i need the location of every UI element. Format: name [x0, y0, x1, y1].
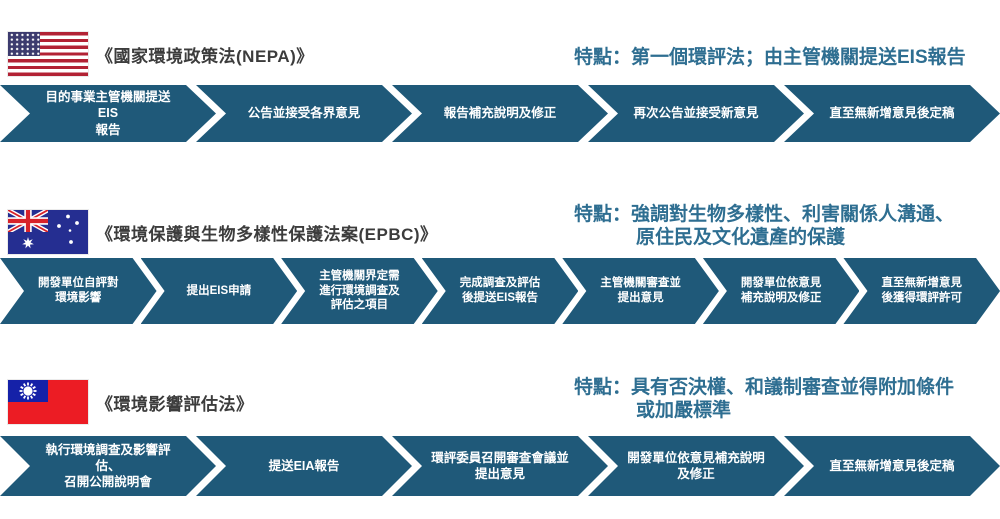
australia-flag-icon: [8, 210, 88, 254]
flow-step-chevron: 目的事業主管機關提送EIS 報告: [0, 85, 216, 142]
flow-step-chevron: 開發單位依意見補充說明 及修正: [588, 436, 804, 496]
usa-flag-canton: [8, 32, 40, 56]
law-title-epbc: 《環境保護與生物多樣性保護法案(EPBC)》: [96, 224, 438, 244]
australia-flag-svg: [8, 210, 88, 254]
feature-line: 原住民及文化遺產的保護: [636, 227, 846, 248]
flow-epbc: 開發單位自評對 環境影響 提出EIS申請 主管機關界定需 進行環境調查及 評估之…: [0, 258, 1000, 324]
flow-step-chevron: 提送EIA報告: [196, 436, 412, 496]
law-title-nepa: 《國家環境政策法(NEPA)》: [96, 46, 314, 66]
flow-step-chevron: 主管機關界定需 進行環境調查及 評估之項目: [281, 258, 438, 324]
feature-note-nepa: 特點：第一個環評法；由主管機關提送EIS報告: [574, 46, 1000, 69]
flow-nepa: 目的事業主管機關提送EIS 報告 公告並接受各界意見 報告補充說明及修正 再次公…: [0, 85, 1000, 142]
feature-line: 或加嚴標準: [636, 400, 732, 421]
flow-step-chevron: 再次公告並接受新意見: [588, 85, 804, 142]
flow-step-chevron: 主管機關審查並 提出意見: [562, 258, 719, 324]
flow-step-chevron: 公告並接受各界意見: [196, 85, 412, 142]
flow-step-chevron: 直至無新增意見後定稿: [784, 85, 1000, 142]
flow-step-chevron: 報告補充說明及修正: [392, 85, 608, 142]
usa-flag-icon: [8, 32, 88, 76]
flow-step-chevron: 開發單位自評對 環境影響: [0, 258, 157, 324]
feature-line: 特點：具有否決權、和議制審查並得附加條件: [574, 377, 955, 398]
flow-step-chevron: 執行環境調查及影響評估、 召開公開說明會: [0, 436, 216, 496]
flow-step-chevron: 完成調查及評估 後提送EIS報告: [422, 258, 579, 324]
flow-step-chevron: 提出EIS申請: [141, 258, 298, 324]
taiwan-flag-icon: [8, 380, 88, 424]
feature-line: 特點：第一個環評法；由主管機關提送EIS報告: [574, 47, 966, 68]
flow-step-chevron: 環評委員召開審查會議並 提出意見: [392, 436, 608, 496]
feature-note-eia: 特點：具有否決權、和議制審查並得附加條件 或加嚴標準: [574, 376, 1000, 422]
flow-eia: 執行環境調查及影響評估、 召開公開說明會 提送EIA報告 環評委員召開審查會議並…: [0, 436, 1000, 496]
feature-note-epbc: 特點：強調對生物多樣性、利害關係人溝通、 原住民及文化遺產的保護: [574, 203, 1000, 249]
taiwan-flag-svg: [8, 380, 88, 424]
feature-line: 特點：強調對生物多樣性、利害關係人溝通、: [574, 204, 955, 225]
flow-step-chevron: 開發單位依意見 補充說明及修正: [703, 258, 860, 324]
flow-step-chevron: 直至無新增意見後定稿: [784, 436, 1000, 496]
law-title-eia: 《環境影響評估法》: [96, 394, 254, 414]
flow-step-chevron: 直至無新增意見 後獲得環評許可: [843, 258, 1000, 324]
